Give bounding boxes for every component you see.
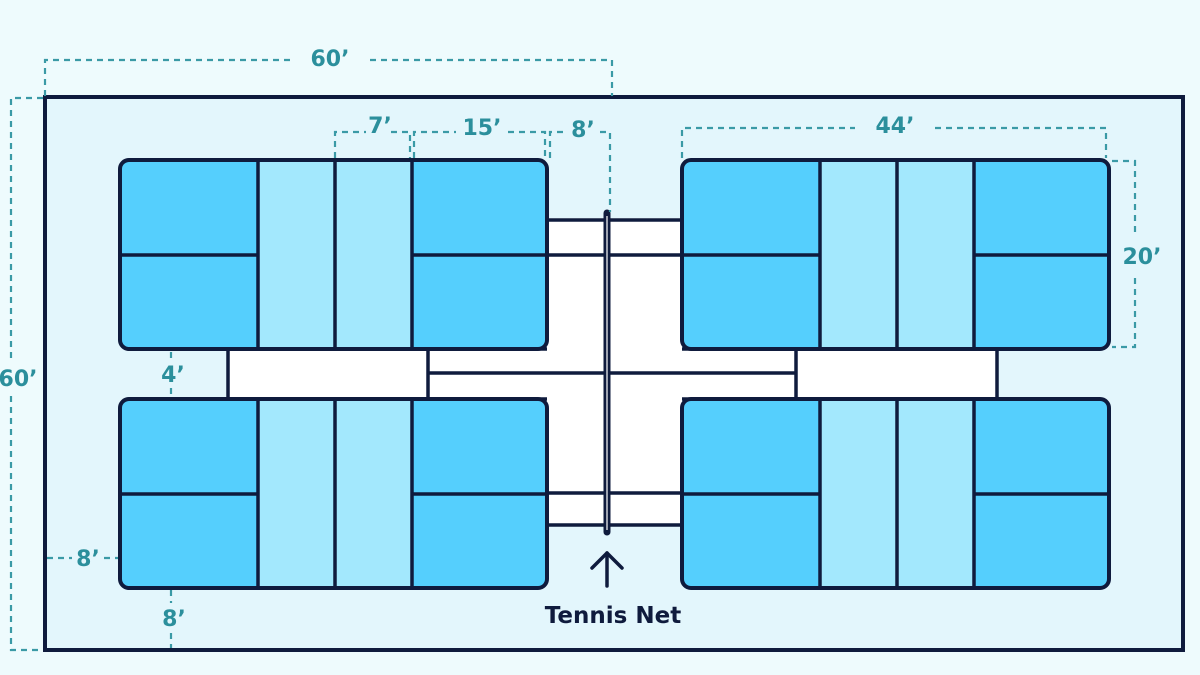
svg-text:15’: 15’ bbox=[463, 116, 502, 141]
dimension-kitchen-width: 7’ bbox=[333, 114, 412, 158]
svg-text:7’: 7’ bbox=[368, 114, 392, 139]
pickleball-court-bottom-right bbox=[680, 397, 1111, 590]
dimension-baseline-to-kitchen: 15’ bbox=[412, 116, 547, 158]
pickleball-court-bottom-left bbox=[118, 397, 549, 590]
dimension-court-to-net: 8’ bbox=[548, 118, 612, 212]
dimension-court-width: 20’ bbox=[1112, 159, 1162, 349]
svg-text:8’: 8’ bbox=[571, 118, 595, 143]
svg-text:60’: 60’ bbox=[0, 367, 37, 392]
pickleball-court-top-right bbox=[680, 158, 1111, 351]
svg-text:8’: 8’ bbox=[76, 547, 100, 572]
svg-text:4’: 4’ bbox=[161, 363, 185, 388]
arrow-up-icon bbox=[590, 551, 624, 588]
dimension-gap: 4’ bbox=[161, 352, 185, 397]
dimension-bottom-margin: 8’ bbox=[162, 590, 186, 648]
tennis-net-caption: Tennis Net bbox=[545, 603, 681, 629]
dimension-left-height: 60’ bbox=[0, 96, 43, 652]
dimension-court-length: 44’ bbox=[680, 114, 1108, 158]
svg-text:60’: 60’ bbox=[311, 47, 350, 72]
pickleball-court-top-left bbox=[118, 158, 549, 351]
svg-text:8’: 8’ bbox=[162, 607, 186, 632]
svg-text:20’: 20’ bbox=[1123, 245, 1162, 270]
dimension-top-width: 60’ bbox=[43, 47, 614, 96]
svg-text:44’: 44’ bbox=[876, 114, 915, 139]
dimension-left-margin: 8’ bbox=[47, 547, 118, 572]
